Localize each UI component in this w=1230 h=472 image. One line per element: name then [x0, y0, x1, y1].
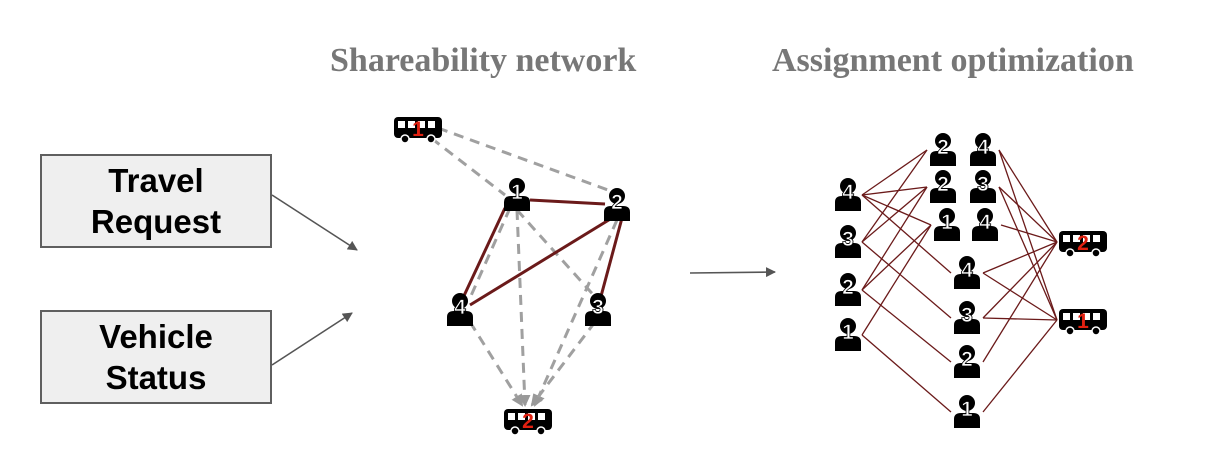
- edge-rider-trip-0: [861, 149, 928, 196]
- vehicle-status-label-2: Status: [105, 359, 207, 396]
- shareability-network-title: Shareability network: [330, 42, 637, 79]
- assign-trip-2-rider-2: 2: [930, 170, 956, 203]
- assign-trip-2-rider-3: 3: [970, 170, 996, 203]
- assign-rider-1-label: 1: [842, 321, 854, 344]
- edge-r4-v2: [468, 321, 524, 407]
- edge-trip-vehicle-8: [982, 317, 1058, 321]
- edge-rider-trip-2: [861, 194, 932, 226]
- network-rider-1: 1: [504, 178, 530, 211]
- edge-trip-vehicle-7: [982, 241, 1058, 319]
- status-to-network-arrow: [271, 312, 353, 366]
- network-vehicle-1-label: 1: [412, 118, 424, 141]
- assign-trip-5-rider-3-label: 3: [961, 304, 973, 327]
- network-rider-3-label: 3: [592, 296, 604, 319]
- assign-rider-4-label: 4: [842, 181, 854, 204]
- assign-vehicle-1-label: 1: [1077, 310, 1089, 333]
- network-vehicle-1: 1: [394, 117, 442, 144]
- network-rider-4: 4: [447, 293, 473, 326]
- edge-rider-trip-9: [861, 289, 952, 363]
- assign-trip-1-rider-2: 2: [930, 133, 956, 166]
- assign-trip-5-rider-3: 3: [954, 301, 980, 334]
- assign-trip-7: 1: [954, 395, 980, 428]
- assign-trip-3-rider-1-label: 1: [941, 211, 953, 234]
- edge-rider-trip-8: [861, 224, 932, 291]
- network-vehicle-2-label: 2: [522, 410, 534, 433]
- edge-trip-vehicle-2: [998, 186, 1058, 243]
- edge-rider-trip-3: [861, 194, 952, 274]
- edge-trip-vehicle-4: [1000, 224, 1058, 243]
- edge-trip-vehicle-5: [982, 241, 1058, 274]
- assign-trip-2-rider-2-label: 2: [937, 173, 949, 196]
- assign-vehicle-2: 2: [1059, 231, 1107, 258]
- assign-trip-3-rider-4: 4: [972, 208, 998, 241]
- assign-trip-2-rider-3-label: 3: [977, 173, 989, 196]
- vehicle-status-label-1: Vehicle: [99, 318, 213, 355]
- edge-rider-trip-1: [861, 186, 928, 196]
- edge-rider-trip-4: [861, 149, 928, 243]
- edge-r2-r4: [469, 216, 613, 307]
- assign-rider-4: 4: [835, 178, 861, 211]
- assign-trip-6-rider-2: 2: [954, 345, 980, 378]
- assign-trip-4-rider-4-label: 4: [961, 259, 973, 282]
- assign-trip-5: 3: [954, 301, 980, 334]
- edge-r1-r4: [460, 207, 507, 301]
- edge-rider-trip-5: [861, 186, 928, 243]
- edge-trip-vehicle-0: [998, 149, 1058, 243]
- edge-rider-trip-10: [861, 224, 932, 336]
- edge-trip-vehicle-1: [998, 149, 1058, 321]
- assign-trip-7-rider-1-label: 1: [961, 398, 973, 421]
- assign-vehicle-2-label: 2: [1077, 232, 1089, 255]
- assign-trip-6: 2: [954, 345, 980, 378]
- assign-rider-2: 2: [835, 273, 861, 306]
- travel-request-label-2: Request: [90, 203, 222, 240]
- assign-trip-6-rider-2-label: 2: [961, 348, 973, 371]
- edge-rider-trip-6: [861, 241, 952, 319]
- request-to-network-arrow: [271, 194, 358, 251]
- edge-r1-v2: [515, 209, 531, 407]
- assign-trip-3-rider-1: 1: [934, 208, 960, 241]
- network-rider-4-label: 4: [454, 296, 466, 319]
- assign-trip-7-rider-1: 1: [954, 395, 980, 428]
- network-rider-1-label: 1: [511, 181, 523, 204]
- assign-trip-4: 4: [954, 256, 980, 289]
- edge-trip-vehicle-6: [982, 272, 1058, 321]
- edge-rider-trip-11: [861, 334, 952, 413]
- edge-r1-r3: [515, 208, 600, 302]
- assign-trip-3-rider-4-label: 4: [979, 211, 991, 234]
- assign-rider-2-label: 2: [842, 276, 854, 299]
- edge-r2-r3: [598, 217, 624, 301]
- assign-trip-1-rider-4-label: 4: [977, 136, 989, 159]
- assign-trip-1-rider-4: 4: [970, 133, 996, 166]
- edge-v1-r2: [437, 126, 609, 192]
- assign-rider-1: 1: [835, 318, 861, 351]
- assign-trip-4-rider-4: 4: [954, 256, 980, 289]
- assign-trip-1-rider-2-label: 2: [937, 136, 949, 159]
- edge-trip-vehicle-9: [982, 241, 1058, 363]
- network-rider-3: 3: [585, 293, 611, 326]
- network-vehicle-2: 2: [504, 409, 552, 436]
- flow-arrows: [271, 194, 776, 366]
- travel-request-label-1: Travel: [108, 162, 204, 199]
- network-rider-2: 2: [604, 188, 630, 221]
- assign-vehicle-1: 1: [1059, 309, 1107, 336]
- assign-rider-3-label: 3: [842, 228, 854, 251]
- edge-rider-trip-7: [861, 186, 928, 291]
- network-rider-2-label: 2: [611, 191, 623, 214]
- edge-r1-r2: [529, 198, 606, 206]
- edge-trip-vehicle-10: [982, 319, 1058, 413]
- edge-r3-v2: [530, 321, 597, 407]
- graph-edges: [417, 126, 1058, 413]
- assign-rider-3: 3: [835, 225, 861, 258]
- network-to-assignment-arrow: [689, 267, 776, 278]
- assignment-optimization-title: Assignment optimization: [772, 42, 1134, 79]
